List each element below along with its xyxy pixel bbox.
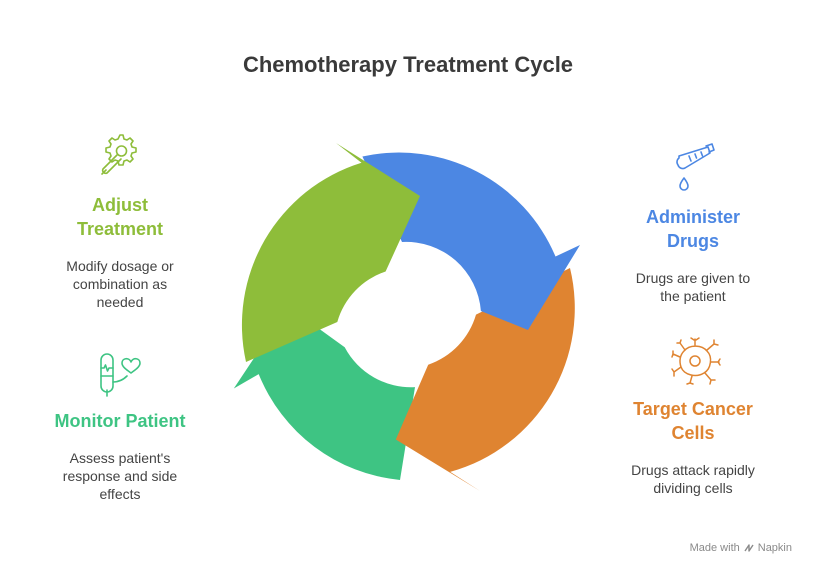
cancer-cell-icon	[671, 337, 721, 385]
step-description: Modify dosage or combination as needed	[66, 258, 174, 310]
cycle-arrow-adjust	[241, 143, 420, 362]
step-target-cancer-cells: Target Cancer Cells Drugs attack rapidly…	[603, 397, 783, 497]
heart-monitor-icon	[100, 353, 141, 397]
footer-brand: Napkin	[757, 542, 792, 554]
step-heading: Monitor Patient	[54, 411, 186, 431]
step-heading: Administer Drugs	[645, 207, 741, 251]
footer-made-with: Made with	[689, 542, 740, 554]
diagram-title: Chemotherapy Treatment Cycle	[242, 52, 574, 77]
cycle-arrow-monitor	[233, 306, 415, 480]
gear-wrench-icon	[101, 134, 137, 175]
step-description: Assess patient's response and side effec…	[62, 450, 178, 502]
test-tube-drop-icon	[676, 143, 715, 191]
step-description: Drugs are given to the patient	[635, 270, 751, 304]
step-adjust-treatment: Adjust Treatment Modify dosage or combin…	[45, 193, 195, 311]
step-description: Drugs attack rapidly dividing cells	[631, 462, 755, 496]
napkin-footer[interactable]: Made with Napkin	[690, 542, 792, 554]
step-heading: Target Cancer Cells	[633, 399, 753, 443]
step-heading: Adjust Treatment	[76, 195, 164, 239]
step-monitor-patient: Monitor Patient Assess patient's respons…	[30, 409, 210, 503]
step-administer-drugs: Administer Drugs Drugs are given to the …	[608, 205, 778, 305]
napkin-logo-icon	[744, 544, 754, 552]
